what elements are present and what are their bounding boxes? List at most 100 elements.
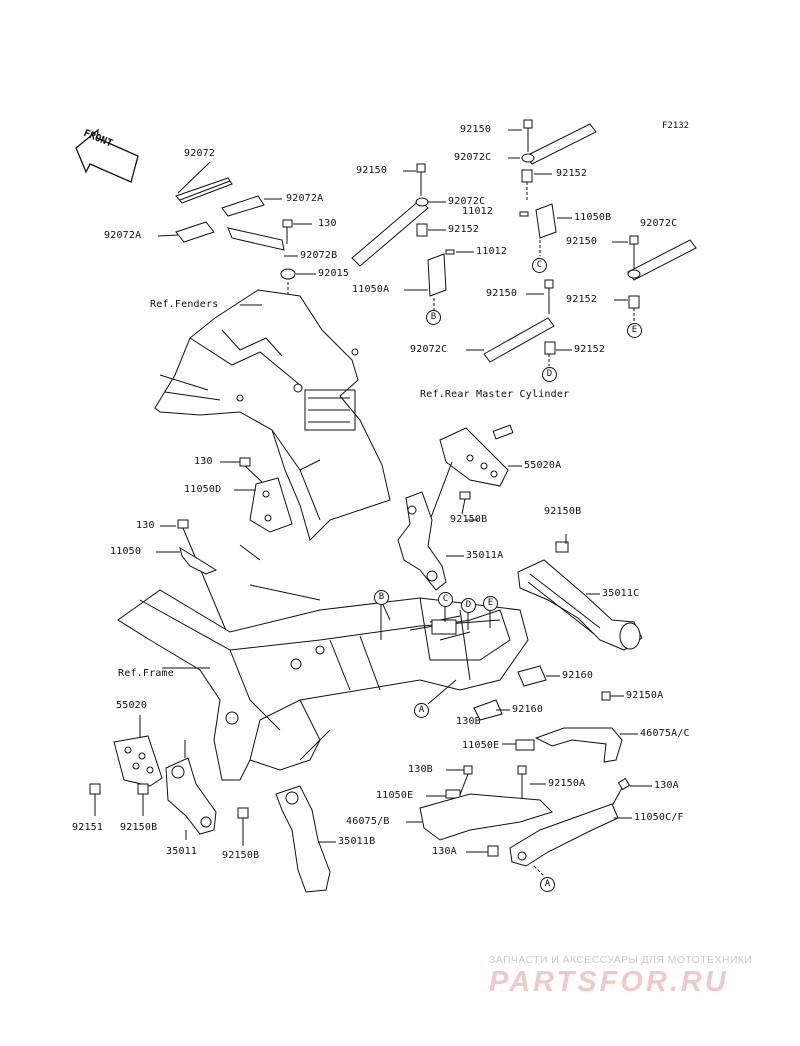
part-label-130A: 130A [432, 846, 457, 857]
plate-92072A-left [157, 221, 215, 243]
bolt-92150A-lower [517, 765, 546, 800]
part-label-92072C: 92072C [410, 344, 448, 355]
callout-d: D [542, 367, 557, 382]
bracket-11050A [404, 249, 474, 310]
part-label-92160: 92160 [562, 670, 594, 681]
bracket-11050 [156, 546, 218, 575]
stay-11050CF [509, 803, 632, 877]
callout-c: C [438, 592, 453, 607]
bolt-92151 [89, 783, 101, 816]
part-label-92150B: 92150B [544, 506, 582, 517]
part-label-92152: 92152 [556, 168, 588, 179]
watermark-tagline: ЗАПЧАСТИ И АКСЕССУАРЫ ДЛЯ МОТОТЕХНИКИ [489, 954, 753, 966]
bracket-11050E-lower [426, 789, 461, 799]
part-label-11050B: 11050B [574, 212, 612, 223]
holder-35011 [165, 740, 217, 840]
part-label-92150: 92150 [356, 165, 388, 176]
pad-92160-upper [517, 665, 560, 687]
strap-92072C-top [508, 119, 597, 200]
part-label-35011C: 35011C [602, 588, 640, 599]
part-label-130B: 130B [456, 716, 481, 727]
strap-92072C-right [612, 235, 697, 322]
callout-a: A [414, 703, 429, 718]
bolt-130A-upper [611, 777, 652, 807]
part-label-92072C: 92072C [448, 196, 486, 207]
part-label-11050D: 11050D [184, 484, 222, 495]
part-label-92152: 92152 [566, 294, 598, 305]
part-label-130: 130 [318, 218, 337, 229]
plate-92072 [175, 161, 233, 204]
part-label-92150: 92150 [486, 288, 518, 299]
part-label-11050E: 11050E [462, 740, 500, 751]
ref-frame-label: Ref.Frame [118, 668, 174, 679]
part-label-92150B: 92150B [120, 822, 158, 833]
part-label-92015: 92015 [318, 268, 350, 279]
part-label-46075AC: 46075A/C [640, 728, 690, 739]
part-label-92150B: 92150B [450, 514, 488, 525]
plate-92072B [227, 227, 298, 257]
part-label-92150A: 92150A [626, 690, 664, 701]
callout-e: E [483, 596, 498, 611]
part-label-92072C: 92072C [640, 218, 678, 229]
strap-92072C-bottom [466, 279, 572, 366]
footrest-55020 [113, 715, 163, 787]
callout-d: D [461, 598, 476, 613]
bolt-130A-lower [466, 845, 499, 857]
part-label-92160: 92160 [512, 704, 544, 715]
rear-fender [154, 289, 391, 541]
bolt-92150B-lower [237, 807, 249, 846]
part-label-11050E: 11050E [376, 790, 414, 801]
bracket-11050E-upper [502, 739, 535, 751]
part-label-11012: 11012 [462, 206, 494, 217]
part-label-55020A: 55020A [524, 460, 562, 471]
part-label-35011: 35011 [166, 846, 198, 857]
part-label-130A: 130A [654, 780, 679, 791]
part-label-92152: 92152 [448, 224, 480, 235]
part-label-11050: 11050 [110, 546, 142, 557]
part-label-92150A: 92150A [548, 778, 586, 789]
grab-rail-46075B [406, 793, 553, 841]
bracket-11050D [234, 477, 293, 533]
part-label-35011B: 35011B [338, 836, 376, 847]
bolt-92150B-left [137, 783, 149, 816]
callout-e: E [627, 323, 642, 338]
callout-b: B [374, 590, 389, 605]
part-label-92150B: 92150B [222, 850, 260, 861]
part-label-130: 130 [194, 456, 213, 467]
pad-92160-lower [473, 699, 510, 721]
watermark-logo: PARTSFOR.RU [489, 966, 729, 998]
ref-rear-master-cylinder-label: Ref.Rear Master Cylinder [420, 389, 570, 400]
grab-rail-46075AC [534, 727, 638, 763]
part-label-55020: 55020 [116, 700, 148, 711]
part-label-92072A: 92072A [286, 193, 324, 204]
part-label-92072: 92072 [184, 148, 216, 159]
callout-leaders [380, 605, 491, 705]
callout-b: B [426, 310, 441, 325]
bolt-130-left [160, 519, 231, 641]
part-label-11050A: 11050A [352, 284, 390, 295]
figure-code: F2132 [662, 121, 690, 131]
part-label-130: 130 [136, 520, 155, 531]
part-label-92072A: 92072A [104, 230, 142, 241]
frame [117, 544, 529, 781]
part-label-92150: 92150 [460, 124, 492, 135]
plate-92072A-right [221, 195, 282, 217]
part-label-92150: 92150 [566, 236, 598, 247]
holder-35011C [517, 534, 643, 651]
holder-35011B [275, 729, 336, 893]
part-label-92151: 92151 [72, 822, 104, 833]
ref-fenders-label: Ref.Fenders [150, 299, 219, 310]
part-label-11050CF: 11050C/F [634, 812, 684, 823]
part-label-11012: 11012 [476, 246, 508, 257]
part-label-46075B: 46075/B [346, 816, 390, 827]
callout-c: C [532, 258, 547, 273]
part-label-92072C: 92072C [454, 152, 492, 163]
holder-35011A [397, 491, 464, 591]
part-label-35011A: 35011A [466, 550, 504, 561]
bolt-92150A-upper [601, 691, 624, 701]
footrest-55020A [429, 424, 522, 521]
bracket-11050B [519, 203, 572, 256]
bolt-130-mid [220, 457, 263, 483]
